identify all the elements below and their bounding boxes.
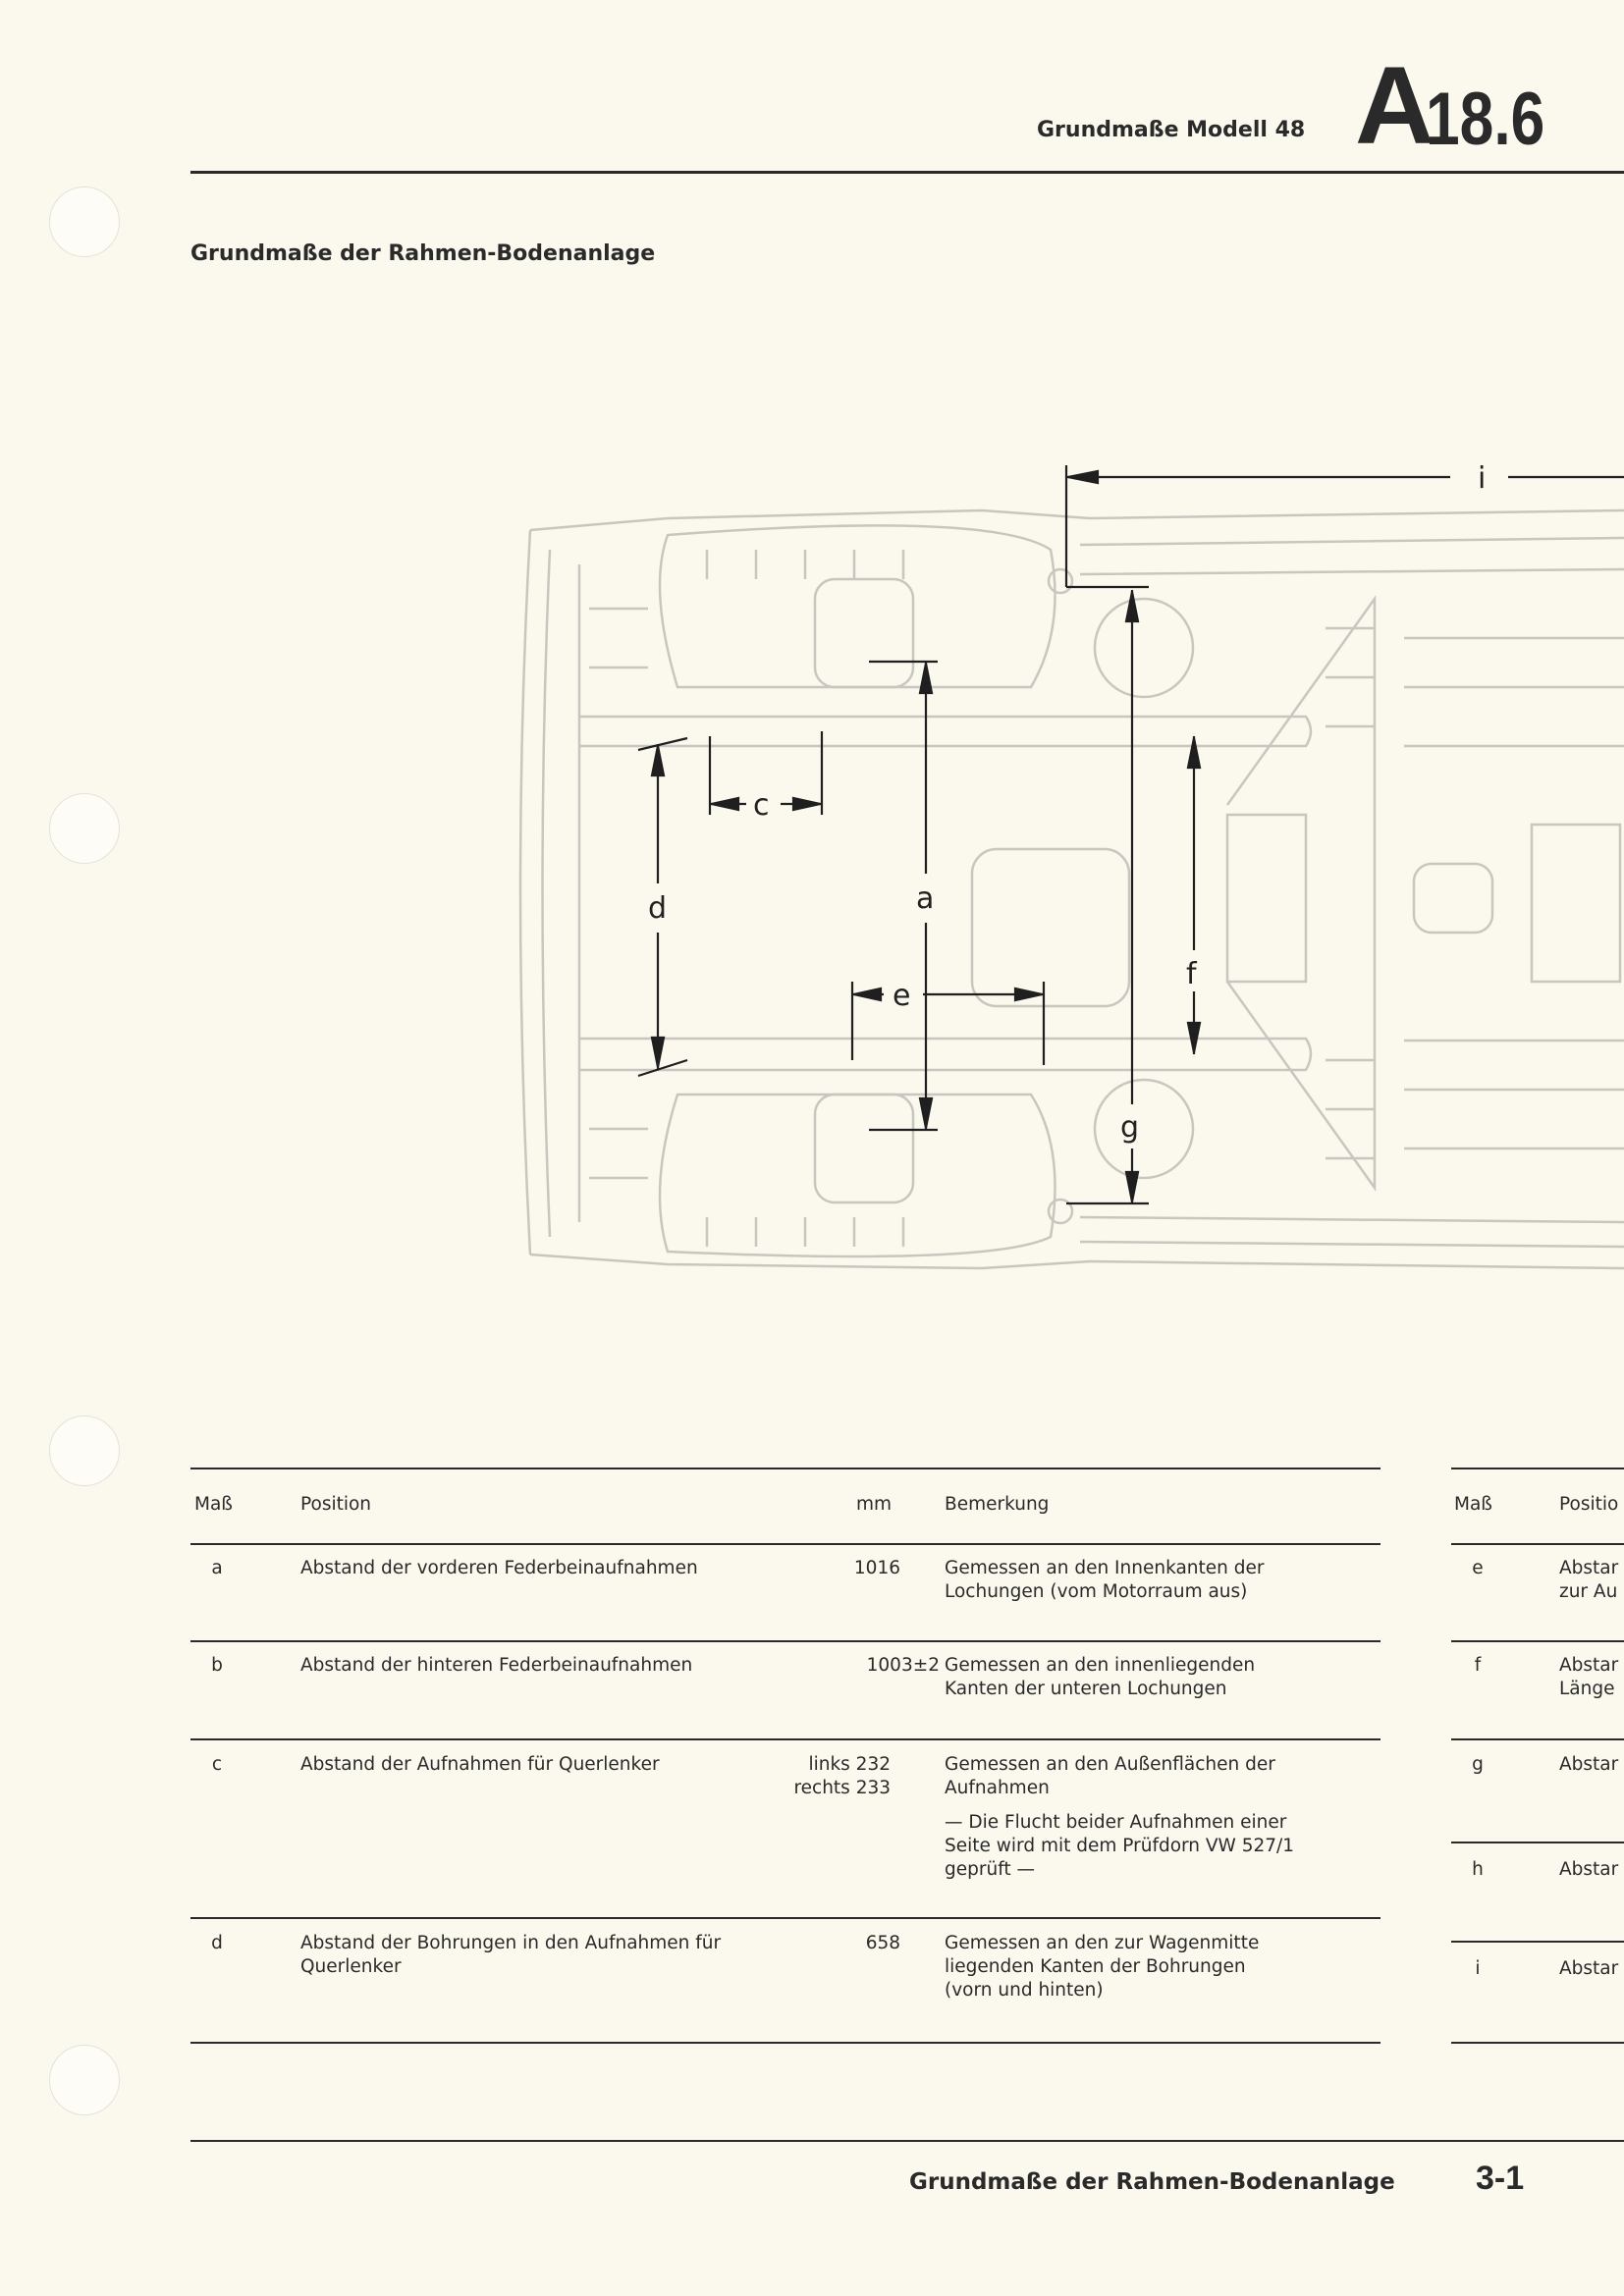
row-position: Querlenker bbox=[300, 1956, 402, 1977]
header-mass: Maß bbox=[194, 1494, 233, 1515]
row-mass: a bbox=[211, 1558, 223, 1578]
section-number: 18.6 bbox=[1426, 78, 1545, 161]
row-remark: Kanten der unteren Lochungen bbox=[945, 1679, 1227, 1699]
row-remark: Gemessen an den innenliegenden bbox=[945, 1655, 1256, 1676]
row-mass: h bbox=[1472, 1859, 1484, 1880]
table-rule bbox=[190, 1738, 1380, 1740]
section-letter: A bbox=[1355, 44, 1435, 167]
row-position: Abstand der Aufnahmen für Querlenker bbox=[300, 1754, 660, 1775]
header-mass: Maß bbox=[1454, 1494, 1492, 1515]
table-rule bbox=[1451, 1738, 1624, 1740]
row-position: zur Au bbox=[1559, 1581, 1618, 1602]
label-d: d bbox=[648, 891, 667, 926]
row-note: — Die Flucht beider Aufnahmen einer bbox=[945, 1812, 1287, 1833]
label-i: i bbox=[1478, 461, 1486, 496]
row-note: geprüft — bbox=[945, 1859, 1036, 1880]
label-e: e bbox=[893, 979, 910, 1013]
page-subtitle: Grundmaße der Rahmen-Bodenanlage bbox=[190, 241, 656, 266]
row-position: Länge bbox=[1559, 1679, 1615, 1699]
row-mass: e bbox=[1472, 1558, 1484, 1578]
label-c: c bbox=[753, 788, 770, 823]
arrow-head bbox=[1067, 469, 1100, 485]
floor-pan-drawing bbox=[518, 508, 1624, 1270]
row-mm: 658 bbox=[865, 1933, 900, 1953]
table-rule bbox=[1451, 1941, 1624, 1943]
row-mass: i bbox=[1475, 1958, 1481, 1979]
row-position: Abstar bbox=[1559, 1754, 1619, 1775]
row-position: Abstar bbox=[1559, 1958, 1619, 1979]
row-remark: Lochungen (vom Motorraum aus) bbox=[945, 1581, 1248, 1602]
row-position: Abstar bbox=[1559, 1859, 1619, 1880]
table-rule bbox=[1451, 1640, 1624, 1642]
binder-hole bbox=[49, 187, 120, 257]
binder-hole bbox=[49, 793, 120, 864]
table-rule bbox=[1451, 1543, 1624, 1545]
label-f: f bbox=[1186, 957, 1198, 991]
footer-title: Grundmaße der Rahmen-Bodenanlage bbox=[909, 2169, 1395, 2195]
table-rule bbox=[1451, 2042, 1624, 2044]
table-rule bbox=[190, 1640, 1380, 1642]
table-rule bbox=[190, 1917, 1380, 1919]
page-number: 3-1 bbox=[1476, 2160, 1525, 2197]
header-rule bbox=[190, 171, 1624, 174]
header-remark: Bemerkung bbox=[945, 1494, 1050, 1515]
table-rule bbox=[1451, 1842, 1624, 1843]
row-mm: 1003±2 bbox=[866, 1655, 940, 1676]
row-position: Abstand der hinteren Federbeinaufnahmen bbox=[300, 1655, 693, 1676]
binder-hole bbox=[49, 2045, 120, 2115]
row-note: Seite wird mit dem Prüfdorn VW 527/1 bbox=[945, 1836, 1295, 1856]
row-position: Abstand der vorderen Federbeinaufnahmen bbox=[300, 1558, 698, 1578]
row-remark: Aufnahmen bbox=[945, 1778, 1050, 1798]
row-mm: 1016 bbox=[853, 1558, 900, 1578]
row-position: Abstar bbox=[1559, 1655, 1619, 1676]
table-rule bbox=[190, 1543, 1380, 1545]
row-remark: Gemessen an den Außenflächen der bbox=[945, 1754, 1275, 1775]
row-mass: g bbox=[1472, 1754, 1484, 1775]
label-g: g bbox=[1120, 1110, 1139, 1145]
floor-pan-diagram: i a d c e f g bbox=[518, 461, 1624, 1270]
header-position: Positio bbox=[1559, 1494, 1619, 1515]
row-position: Abstar bbox=[1559, 1558, 1619, 1578]
header-title: Grundmaße Modell 48 bbox=[1037, 118, 1306, 142]
row-mass: c bbox=[211, 1754, 223, 1775]
binder-hole bbox=[49, 1415, 120, 1486]
row-remark: Gemessen an den Innenkanten der bbox=[945, 1558, 1265, 1578]
row-remark: (vorn und hinten) bbox=[945, 1980, 1104, 2001]
table-rule bbox=[190, 2042, 1380, 2044]
row-mass: f bbox=[1474, 1655, 1482, 1676]
row-position: Abstand der Bohrungen in den Aufnahmen f… bbox=[300, 1933, 722, 1953]
row-mass: d bbox=[211, 1933, 223, 1953]
row-mass: b bbox=[211, 1655, 223, 1676]
header-position: Position bbox=[300, 1494, 372, 1515]
table-rule bbox=[190, 1468, 1380, 1469]
dimension-lines bbox=[637, 465, 1624, 1205]
table-rule bbox=[1451, 1468, 1624, 1469]
footer-rule bbox=[190, 2140, 1624, 2142]
label-a: a bbox=[916, 881, 934, 916]
header-mm: mm bbox=[856, 1494, 893, 1515]
row-mm: rechts 233 bbox=[793, 1778, 891, 1798]
row-remark: Gemessen an den zur Wagenmitte bbox=[945, 1933, 1260, 1953]
row-mm: links 232 bbox=[808, 1754, 891, 1775]
row-remark: liegenden Kanten der Bohrungen bbox=[945, 1956, 1246, 1977]
